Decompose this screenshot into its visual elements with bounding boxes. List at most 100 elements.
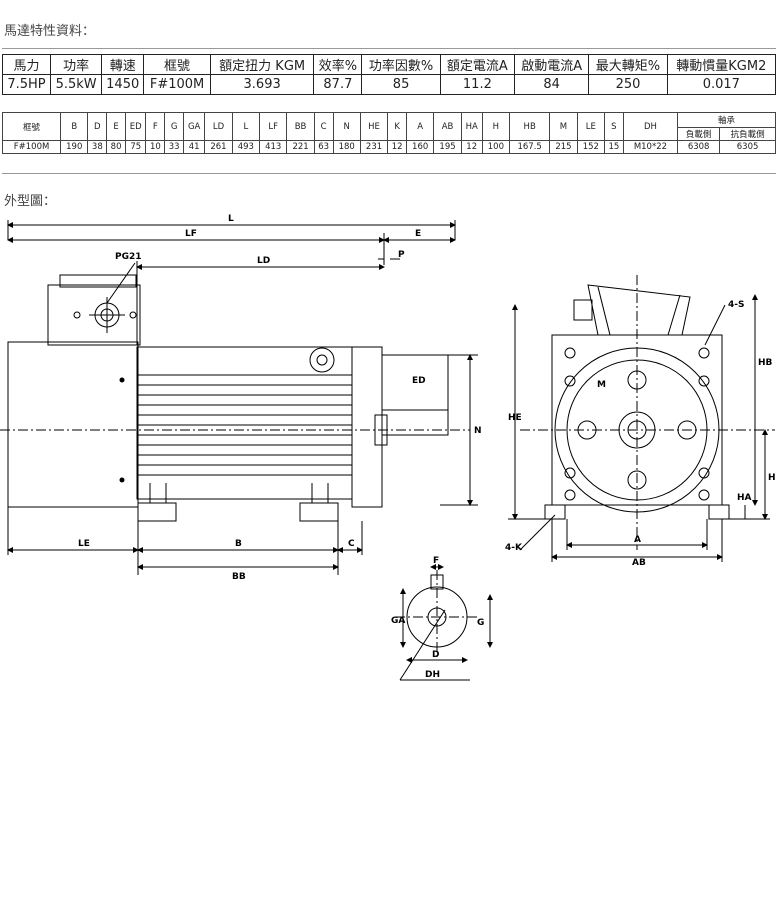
label-b: B [235, 539, 242, 549]
label-ab: AB [632, 558, 646, 568]
spec-header-cell: 轉速 [101, 54, 145, 75]
dim-header-cell: GA [183, 112, 206, 141]
dim-header-cell: LD [204, 112, 233, 141]
dim-header-cell: A [405, 112, 435, 141]
divider [2, 173, 776, 174]
spec-value-cell: 1450 [101, 74, 145, 95]
dim-value-cell: 33 [164, 140, 185, 154]
label-h: H [768, 473, 776, 483]
dim-header-cell: F [145, 112, 166, 141]
dim-value-cell: 413 [259, 140, 288, 154]
label-4s: 4-S [728, 300, 744, 310]
dim-header-cell: K [387, 112, 407, 141]
dim-value-cell: 493 [231, 140, 261, 154]
spec-value-cell: 0.017 [666, 74, 777, 95]
dim-value-cell: 100 [481, 140, 511, 154]
label-ga: GA [391, 616, 405, 626]
dim-header-cell: D [87, 112, 108, 141]
outline-heading: 外型圖： [4, 194, 57, 209]
characteristics-heading: 馬達特性資料： [4, 24, 96, 39]
spec-header-cell: 額定扭力 KGM [209, 54, 315, 75]
label-dh: DH [425, 670, 440, 680]
spec-value-cell: 7.5HP [1, 74, 52, 95]
label-n: N [474, 426, 482, 436]
dim-header-cell: B [60, 112, 89, 141]
spec-value-cell: 3.693 [209, 74, 315, 95]
dim-value-cell: 180 [332, 140, 361, 154]
label-pg: PG21 [115, 252, 142, 262]
dim-value-cell: F#100M [1, 140, 62, 154]
dim-header-cell: L [231, 112, 261, 141]
bearing-sub-header-cell: 負載側 [677, 127, 721, 141]
spec-value-cell: 84 [514, 74, 590, 95]
spec-header-cell: 最大轉矩% [588, 54, 668, 75]
bearing-sub-header-cell: 抗負載側 [719, 127, 776, 141]
label-a: A [634, 535, 641, 545]
dim-header-cell: 框號 [1, 112, 62, 141]
dim-header-cell: C [313, 112, 334, 141]
label-p: P [398, 250, 405, 260]
dim-value-cell: M10*22 [622, 140, 679, 154]
dim-value-cell: 167.5 [509, 140, 551, 154]
divider [2, 48, 776, 49]
dim-value-cell: 190 [60, 140, 89, 154]
spec-header-cell: 轉動慣量KGM2 [666, 54, 777, 75]
dim-value-cell: 10 [145, 140, 166, 154]
label-ed: ED [412, 376, 426, 386]
dim-header-cell: ED [124, 112, 147, 141]
dim-value-cell: 261 [204, 140, 233, 154]
label-ha: HA [737, 493, 752, 503]
dim-value-cell: 12 [387, 140, 407, 154]
label-g: G [477, 618, 484, 628]
label-he: HE [508, 413, 522, 423]
dim-header-cell: DH [622, 112, 679, 141]
label-d: D [432, 650, 439, 660]
spec-value-cell: 85 [361, 74, 441, 95]
dim-value-cell: 221 [286, 140, 315, 154]
dim-header-cell: LF [259, 112, 288, 141]
dim-header-cell: H [481, 112, 511, 141]
dim-value-cell: 15 [604, 140, 624, 154]
dim-header-cell: G [164, 112, 185, 141]
spec-value-cell: 5.5kW [50, 74, 103, 95]
bearing-header-cell: 軸承 [677, 112, 776, 128]
spec-header-cell: 框號 [143, 54, 211, 75]
bearing-value-cell: 6308 [677, 140, 721, 154]
dim-value-cell: 160 [405, 140, 435, 154]
dim-header-cell: HA [460, 112, 483, 141]
dim-value-cell: 215 [549, 140, 578, 154]
dim-value-cell: 12 [460, 140, 483, 154]
dim-header-cell: HE [359, 112, 389, 141]
dim-value-cell: 80 [106, 140, 126, 154]
dim-value-cell: 231 [359, 140, 389, 154]
dim-value-cell: 195 [433, 140, 462, 154]
dim-header-cell: BB [286, 112, 315, 141]
dim-header-cell: M [549, 112, 578, 141]
label-hb: HB [758, 358, 773, 368]
label-m: M [597, 380, 606, 390]
label-4k: 4-K [505, 543, 523, 553]
dim-value-cell: 63 [313, 140, 334, 154]
spec-header-cell: 功率 [50, 54, 103, 75]
dim-header-cell: E [106, 112, 126, 141]
bearing-value-cell: 6305 [719, 140, 776, 154]
spec-header-cell: 馬力 [1, 54, 52, 75]
label-c: C [348, 539, 355, 549]
spec-value-cell: 87.7 [313, 74, 363, 95]
dim-header-cell: N [332, 112, 361, 141]
spec-value-cell: 11.2 [439, 74, 516, 95]
spec-header-cell: 功率因數% [361, 54, 441, 75]
dim-header-cell: S [604, 112, 624, 141]
label-e: E [415, 229, 421, 239]
spec-value-cell: F#100M [143, 74, 211, 95]
dim-value-cell: 38 [87, 140, 108, 154]
spec-header-cell: 啟動電流A [514, 54, 590, 75]
label-ld: LD [257, 256, 270, 266]
dim-header-cell: HB [509, 112, 551, 141]
spec-header-cell: 效率% [313, 54, 363, 75]
label-l: L [228, 214, 234, 224]
dim-value-cell: 75 [124, 140, 147, 154]
spec-value-cell: 250 [588, 74, 668, 95]
